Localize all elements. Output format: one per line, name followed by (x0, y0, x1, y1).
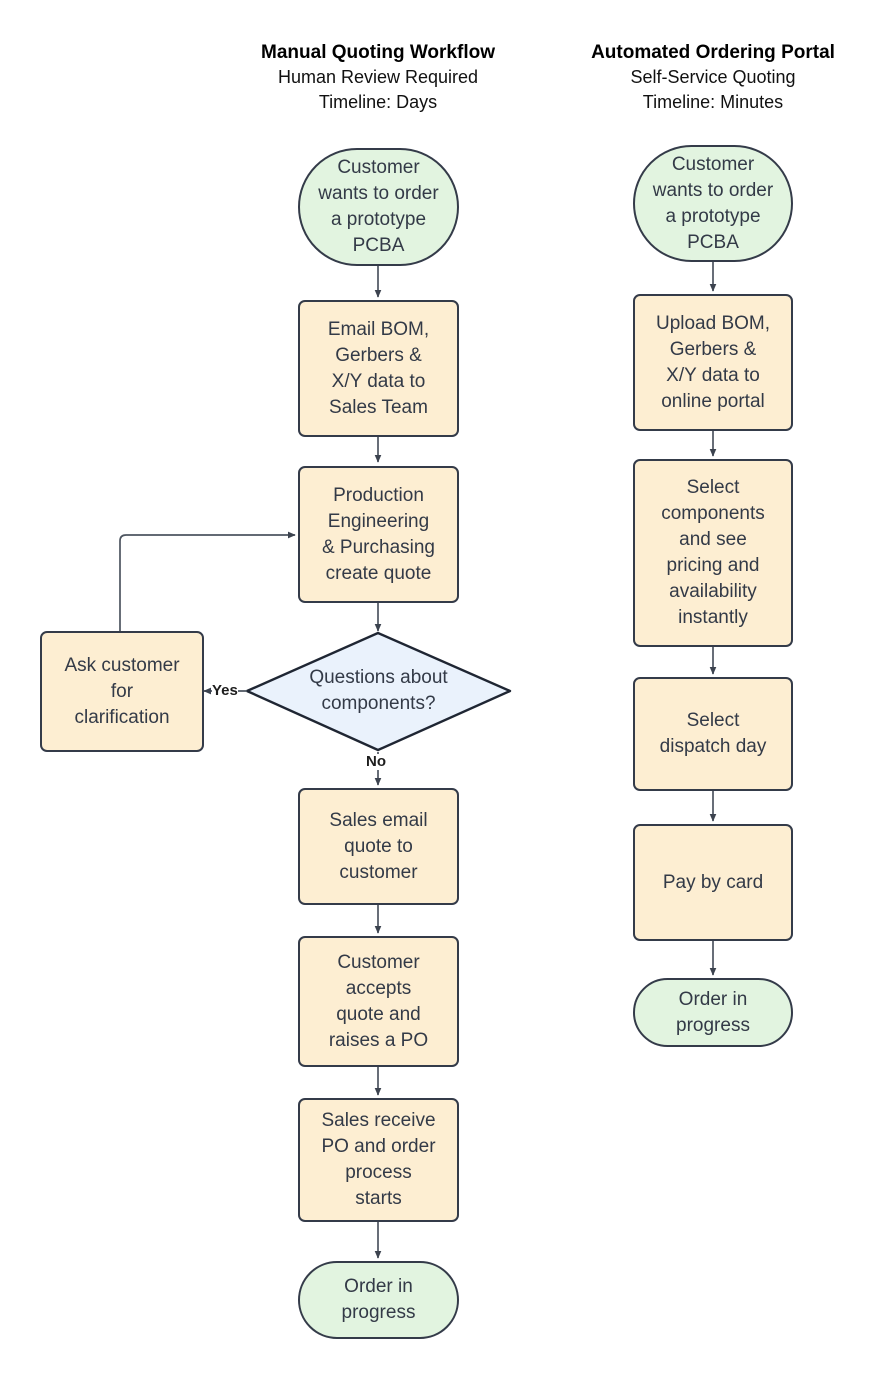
decision-label: Questions about components? (309, 667, 448, 714)
edge-l5-l3-loop (119, 531, 296, 631)
node-select-components-pricing[interactable]: Select components and see pricing and av… (633, 459, 793, 647)
node-upload-bom[interactable]: Upload BOM, Gerbers & X/Y data to online… (633, 294, 793, 431)
column-subtitle-automated-2: Timeline: Minutes (642, 92, 784, 112)
node-sales-email-quote[interactable]: Sales email quote to customer (298, 788, 459, 905)
node-customer-wants-order-automated[interactable]: Customer wants to order a prototype PCBA (633, 145, 793, 262)
column-title-manual: Manual Quoting Workflow (261, 42, 495, 63)
node-customer-wants-order-manual[interactable]: Customer wants to order a prototype PCBA (298, 148, 459, 266)
decision-diamond-questions (245, 631, 512, 752)
column-subtitle-manual-1: Human Review Required (277, 67, 479, 87)
node-pay-by-card[interactable]: Pay by card (633, 824, 793, 941)
node-questions-about-components[interactable]: Questions about components? (264, 661, 493, 721)
edge-label-no: No (366, 753, 386, 770)
node-production-engineering-create-quote[interactable]: Production Engineering & Purchasing crea… (298, 466, 459, 603)
node-select-dispatch-day[interactable]: Select dispatch day (633, 677, 793, 791)
node-customer-accepts-quote[interactable]: Customer accepts quote and raises a PO (298, 936, 459, 1067)
column-subtitle-automated-1: Self-Service Quoting (630, 67, 796, 87)
node-order-in-progress-manual[interactable]: Order in progress (298, 1261, 459, 1339)
column-subtitle-manual-2: Timeline: Days (318, 92, 438, 112)
node-ask-customer-clarification[interactable]: Ask customer for clarification (40, 631, 204, 752)
node-order-in-progress-automated[interactable]: Order in progress (633, 978, 793, 1047)
column-heading-manual: Manual Quoting Workflow Human Review Req… (178, 40, 578, 115)
node-email-bom[interactable]: Email BOM, Gerbers & X/Y data to Sales T… (298, 300, 459, 437)
column-heading-automated: Automated Ordering Portal Self-Service Q… (513, 40, 894, 115)
node-sales-receive-po[interactable]: Sales receive PO and order process start… (298, 1098, 459, 1222)
edge-label-yes: Yes (212, 682, 238, 699)
column-title-automated: Automated Ordering Portal (591, 42, 835, 63)
